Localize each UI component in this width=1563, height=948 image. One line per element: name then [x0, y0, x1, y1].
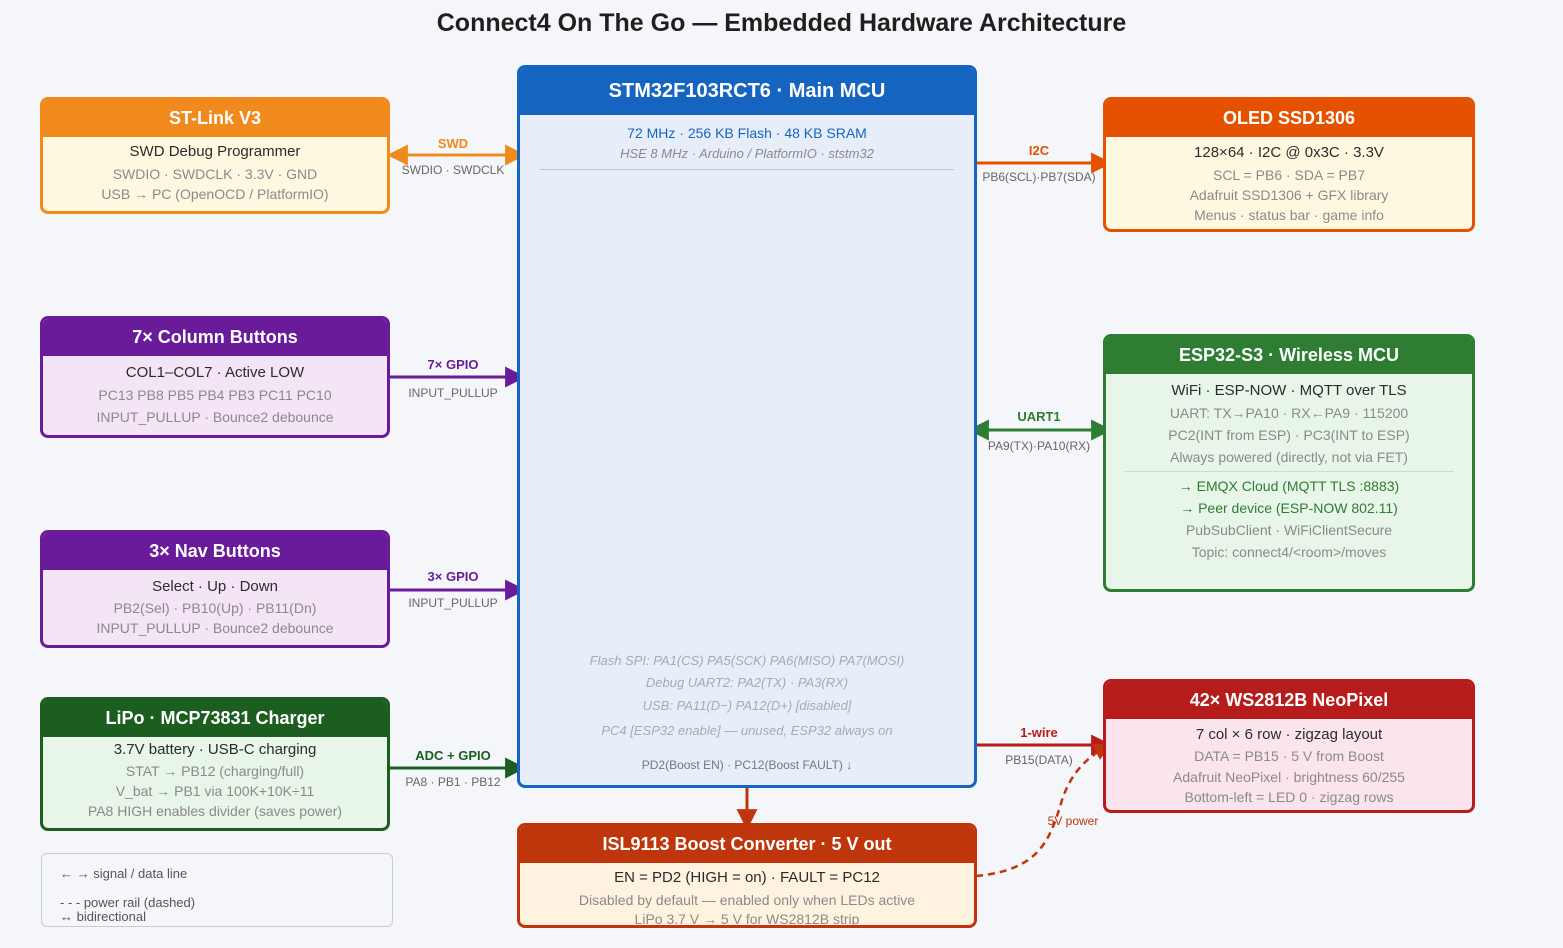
legend-bidirectional: ↔ bidirectional	[60, 909, 146, 924]
link-sub-i2c: PB6(SCL)·PB7(SDA)	[982, 170, 1096, 184]
neopixel-line4: Bottom-left = LED 0 · zigzag rows	[1184, 789, 1394, 805]
oled-line1: 128×64 · I2C @ 0x3C · 3.3V	[1194, 144, 1384, 161]
oled-line4: Menus · status bar · game info	[1194, 207, 1384, 223]
lipo-line4: PA8 HIGH enables divider (saves power)	[87, 803, 343, 819]
wire-5v-power	[975, 743, 1112, 878]
mcu-title: STM32F103RCT6 · Main MCU	[520, 68, 974, 115]
lipo-line3: V_bat → PB1 via 100K+10K÷11	[115, 783, 315, 799]
boost-title: ISL9113 Boost Converter · 5 V out	[520, 826, 974, 863]
neopixel-block[interactable]: 42× WS2812B NeoPixel 7 col × 6 row · zig…	[1103, 679, 1475, 813]
mcu-specs: 72 MHz · 256 KB Flash · 48 KB SRAM	[627, 125, 867, 141]
mcu-divider	[540, 169, 954, 170]
oled-line2: SCL = PB6 · SDA = PB7	[1212, 167, 1365, 183]
link-sub-gpio3: INPUT_PULLUP	[408, 596, 498, 610]
legend-signal: ← → signal / data line	[60, 866, 188, 881]
esp32-line2: UART: TX→PA10 · RX←PA9 · 115200	[1169, 405, 1409, 421]
diagram-title: Connect4 On The Go — Embedded Hardware A…	[436, 9, 1127, 37]
esp32-line8: Topic: connect4/<room>/moves	[1191, 544, 1387, 560]
column-buttons-line3: INPUT_PULLUP · Bounce2 debounce	[96, 409, 334, 425]
lipo-line1: 3.7V battery · USB-C charging	[113, 741, 317, 758]
esp32-divider	[1124, 471, 1454, 472]
nav-buttons-line3: INPUT_PULLUP · Bounce2 debounce	[96, 620, 334, 636]
esp32-line6: → Peer device (ESP-NOW 802.11)	[1180, 500, 1398, 516]
mcu-subtitle: HSE 8 MHz · Arduino / PlatformIO · ststm…	[620, 146, 874, 161]
column-buttons-block[interactable]: 7× Column Buttons COL1–COL7 · Active LOW…	[40, 316, 390, 438]
column-buttons-line1: COL1–COL7 · Active LOW	[125, 364, 305, 381]
link-sub-adc: PA8 · PB1 · PB12	[405, 775, 501, 789]
stlink-title: ST-Link V3	[43, 100, 387, 137]
mcu-note-uart2: Debug UART2: PA2(TX) · PA3(RX)	[645, 675, 849, 690]
oled-title: OLED SSD1306	[1106, 100, 1472, 137]
stlink-block[interactable]: ST-Link V3 SWD Debug Programmer SWDIO · …	[40, 97, 390, 214]
link-sub-swd: SWDIO · SWDCLK	[401, 163, 505, 177]
nav-buttons-block[interactable]: 3× Nav Buttons Select · Up · Down PB2(Se…	[40, 530, 390, 648]
stlink-line2: SWDIO · SWDCLK · 3.3V · GND	[112, 166, 318, 182]
neopixel-title: 42× WS2812B NeoPixel	[1106, 682, 1472, 719]
oled-block[interactable]: OLED SSD1306 128×64 · I2C @ 0x3C · 3.3V …	[1103, 97, 1475, 232]
lipo-block[interactable]: LiPo · MCP73831 Charger 3.7V battery · U…	[40, 697, 390, 831]
link-label-i2c: I2C	[1028, 143, 1050, 158]
oled-line3: Adafruit SSD1306 + GFX library	[1189, 187, 1389, 203]
mcu-block[interactable]: STM32F103RCT6 · Main MCU 72 MHz · 256 KB…	[517, 65, 977, 788]
column-buttons-line2: PC13 PB8 PB5 PB4 PB3 PC11 PC10	[98, 387, 332, 403]
link-label-adc: ADC + GPIO	[415, 748, 491, 763]
link-label-gpio7: 7× GPIO	[427, 357, 479, 372]
link-label-uart: UART1	[1017, 409, 1061, 424]
link-sub-gpio7: INPUT_PULLUP	[408, 386, 498, 400]
legend-power: - - - power rail (dashed)	[60, 895, 196, 910]
stlink-line1: SWD Debug Programmer	[129, 143, 301, 160]
esp32-line5: → EMQX Cloud (MQTT TLS :8883)	[1178, 478, 1400, 494]
legend: ← → signal / data line - - - power rail …	[41, 853, 393, 927]
nav-buttons-line2: PB2(Sel) · PB10(Up) · PB11(Dn)	[113, 600, 317, 616]
esp32-line4: Always powered (directly, not via FET)	[1170, 449, 1408, 465]
esp32-line7: PubSubClient · WiFiClientSecure	[1185, 522, 1393, 538]
boost-block[interactable]: ISL9113 Boost Converter · 5 V out EN = P…	[517, 823, 977, 928]
link-label-swd: SWD	[437, 136, 469, 151]
mcu-note-usb: USB: PA11(D−) PA12(D+) [disabled]	[642, 698, 852, 713]
neopixel-line2: DATA = PB15 · 5 V from Boost	[1194, 748, 1384, 764]
esp32-block[interactable]: ESP32-S3 · Wireless MCU WiFi · ESP-NOW ·…	[1103, 334, 1475, 592]
nav-buttons-title: 3× Nav Buttons	[43, 533, 387, 570]
mcu-bottom-note: PD2(Boost EN) · PC12(Boost FAULT) ↓	[641, 758, 853, 772]
lipo-title: LiPo · MCP73831 Charger	[43, 700, 387, 737]
link-sub-1wire: PB15(DATA)	[1005, 753, 1073, 767]
stlink-line3: USB → PC (OpenOCD / PlatformIO)	[101, 186, 329, 202]
esp32-title: ESP32-S3 · Wireless MCU	[1106, 337, 1472, 374]
link-label-1wire: 1-wire	[1020, 725, 1058, 740]
lipo-line2: STAT → PB12 (charging/full)	[125, 763, 305, 779]
link-label-5v-power: 5V power	[1047, 814, 1099, 828]
boost-line3: LiPo 3.7 V → 5 V for WS2812B strip	[634, 911, 860, 927]
column-buttons-title: 7× Column Buttons	[43, 319, 387, 356]
esp32-line3: PC2(INT from ESP) · PC3(INT to ESP)	[1168, 427, 1410, 443]
link-sub-uart: PA9(TX)·PA10(RX)	[987, 439, 1091, 453]
mcu-note-flash: Flash SPI: PA1(CS) PA5(SCK) PA6(MISO) PA…	[589, 653, 905, 668]
neopixel-line1: 7 col × 6 row · zigzag layout	[1195, 726, 1383, 743]
link-label-gpio3: 3× GPIO	[427, 569, 479, 584]
neopixel-line3: Adafruit NeoPixel · brightness 60/255	[1173, 769, 1405, 785]
nav-buttons-line1: Select · Up · Down	[152, 578, 278, 595]
mcu-note-pc4: PC4 [ESP32 enable] — unused, ESP32 alway…	[601, 723, 893, 738]
boost-line1: EN = PD2 (HIGH = on) · FAULT = PC12	[614, 869, 880, 886]
esp32-line1: WiFi · ESP-NOW · MQTT over TLS	[1171, 382, 1407, 399]
boost-line2: Disabled by default — enabled only when …	[578, 892, 916, 908]
